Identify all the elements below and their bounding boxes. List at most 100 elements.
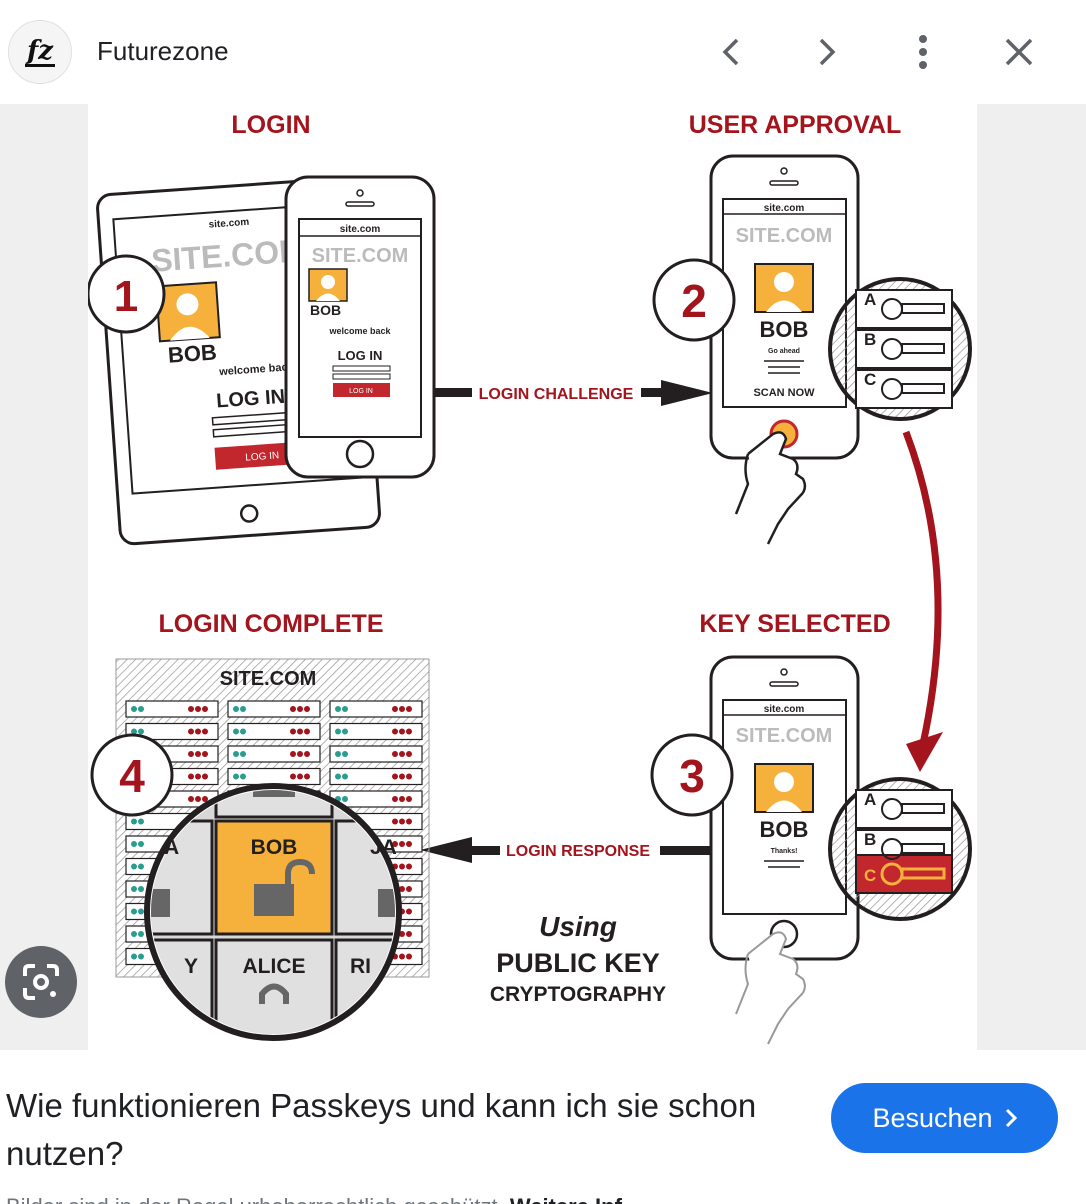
server-site: SITE.COM [220,668,317,690]
phone1-button: LOG IN [349,388,373,395]
previous-button[interactable] [705,26,757,78]
rack-led [297,773,303,780]
rack-led [399,953,405,960]
key3-label-c: C [864,866,876,885]
key-selector-magnifier: A B C [828,277,972,421]
google-lens-button[interactable] [5,946,77,1018]
key3-label-b: B [864,830,876,849]
phone3-site: SITE.COM [736,725,833,747]
step4-badge: 4 [90,733,174,817]
phone1-login-label: LOG IN [338,348,383,363]
key-label-c: C [864,370,876,389]
rack-led [202,751,208,757]
visit-button[interactable]: Besuchen [831,1083,1058,1153]
more-info-link[interactable]: Weitere Inf [510,1194,622,1204]
visit-button-label: Besuchen [872,1102,993,1133]
vault-user-partial-br: RI [350,955,371,978]
rack-led [399,931,405,937]
rack-led [233,728,239,735]
next-button[interactable] [801,26,853,78]
result-title[interactable]: Wie funktionieren Passkeys und kann ich … [6,1087,757,1172]
step2-title: USER APPROVAL [689,111,902,139]
copyright-caption: Bilder sind in der Regel urheberrechtlic… [6,1194,622,1204]
vault-user-partial-bl: Y [184,955,198,978]
site-name[interactable]: Futurezone [97,36,229,66]
phone1-user: BOB [310,302,341,318]
login-response-arrow: LOGIN RESPONSE [420,837,712,863]
vault-magnifier: BOB ALICE A JA Y RI [144,783,402,1041]
rack-led [290,751,296,757]
rack-led [290,706,296,712]
rack-led [131,706,137,712]
rack-led [399,751,405,757]
rack-led [188,751,194,757]
login-response-label: LOGIN RESPONSE [506,843,650,860]
rack-led [195,728,201,735]
phone3-user: BOB [760,817,809,842]
phone3-site-small: site.com [764,704,805,715]
site-logo[interactable]: fz [8,20,72,84]
rack-led [392,773,398,780]
lens-icon [23,964,59,1000]
rack-led [240,706,246,712]
phone1-site: SITE.COM [312,245,409,267]
rack-led [202,796,208,802]
rack-led [202,706,208,712]
rack-led [406,931,412,937]
phone2-scan-now: SCAN NOW [753,387,815,399]
rack-led [138,931,144,937]
phone2-go-ahead: Go ahead [768,348,800,355]
more-options-button[interactable] [897,26,949,78]
caption-text: Bilder sind in der Regel urheberrechtlic… [6,1194,504,1204]
step1-title: LOGIN [231,111,310,139]
tablet-site-small: site.com [208,217,249,231]
rack-led [406,773,412,780]
rack-led [138,728,144,735]
rack-led [399,706,405,712]
chevron-left-icon [722,38,739,66]
login-challenge-arrow: LOGIN CHALLENGE [434,380,713,406]
passkey-diagram: LOGIN USER APPROVAL LOGIN COMPLETE KEY S… [86,104,977,1050]
rack-led [342,773,348,780]
rack-led [233,773,239,780]
step3-badge: 3 [650,733,734,817]
public-key-label: PUBLIC KEY [496,948,660,978]
phone1-site-small: site.com [340,224,381,235]
step4-title: LOGIN COMPLETE [159,610,384,638]
rack-led [131,863,137,870]
rack-led [406,886,412,892]
rack-led [399,841,405,847]
vault-user-partial-left: A [164,836,179,859]
rack-led [138,818,144,825]
rack-led [399,796,405,802]
phone3-thanks: Thanks! [771,848,798,855]
tablet-user: BOB [167,339,218,367]
step2-number: 2 [681,275,707,327]
rack-led [406,953,412,960]
close-icon [1005,38,1033,66]
rack-led [304,773,310,780]
key-selected-magnifier: A B C [828,777,972,921]
step4-number: 4 [119,750,145,802]
rack-led [342,751,348,757]
using-label: Using [539,911,617,942]
image-preview[interactable]: LOGIN USER APPROVAL LOGIN COMPLETE KEY S… [0,104,1086,1050]
rack-led [406,841,412,847]
rack-led [138,953,144,960]
vault-user-partial-right: JA [370,836,397,859]
rack-led [138,908,144,915]
rack-led [188,728,194,735]
phone2-site-small: site.com [764,203,805,214]
rack-unit [329,722,423,741]
tablet-button: LOG IN [245,450,280,463]
header-bar: fz Futurezone [0,0,1086,104]
rack-led [138,706,144,712]
key3-label-a: A [864,790,876,809]
rack-led [202,773,208,780]
rack-led [406,863,412,870]
close-button[interactable] [993,26,1045,78]
rack-led [131,841,137,847]
rack-led [406,728,412,735]
rack-led [304,706,310,712]
rack-led [335,773,341,780]
